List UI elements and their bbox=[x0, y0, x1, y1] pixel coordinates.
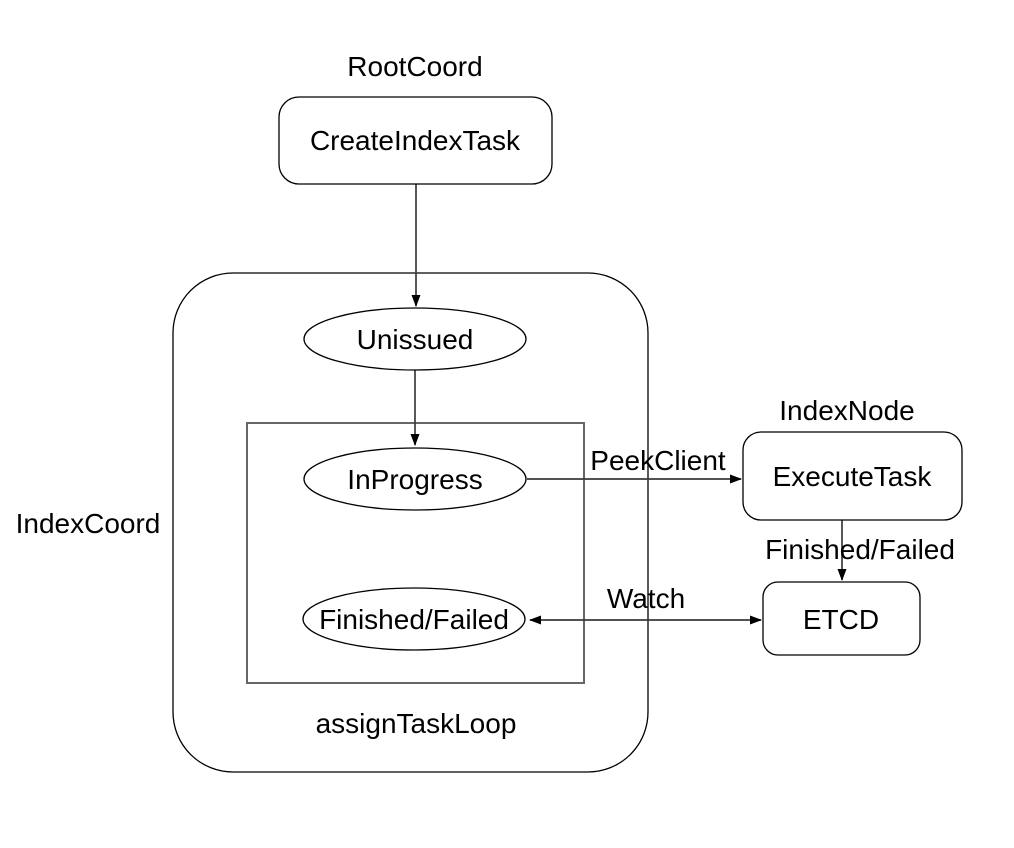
finished-failed-state-node bbox=[302, 587, 526, 651]
assign-task-loop-label: assignTaskLoop bbox=[316, 708, 517, 739]
index-coord-container bbox=[172, 272, 649, 773]
watch-edge-label: Watch bbox=[607, 583, 685, 614]
unissued-label: Unissued bbox=[357, 324, 474, 355]
peek-client-edge-label: PeekClient bbox=[590, 445, 726, 476]
create-index-task-label: CreateIndexTask bbox=[310, 125, 521, 156]
in-progress-state-node bbox=[303, 447, 527, 511]
execute-task-label: ExecuteTask bbox=[773, 461, 933, 492]
create-index-task-node bbox=[278, 96, 553, 185]
index-coord-label: IndexCoord bbox=[16, 508, 161, 539]
etcd-node bbox=[762, 581, 921, 656]
index-node-label: IndexNode bbox=[779, 395, 914, 426]
in-progress-label: InProgress bbox=[347, 464, 482, 495]
root-coord-label: RootCoord bbox=[347, 51, 482, 82]
unissued-state-node bbox=[303, 307, 527, 371]
finished-failed-edge-label: Finished/Failed bbox=[765, 534, 955, 565]
etcd-label: ETCD bbox=[803, 604, 879, 635]
finished-failed-state-label: Finished/Failed bbox=[319, 604, 509, 635]
execute-task-node bbox=[742, 431, 963, 521]
